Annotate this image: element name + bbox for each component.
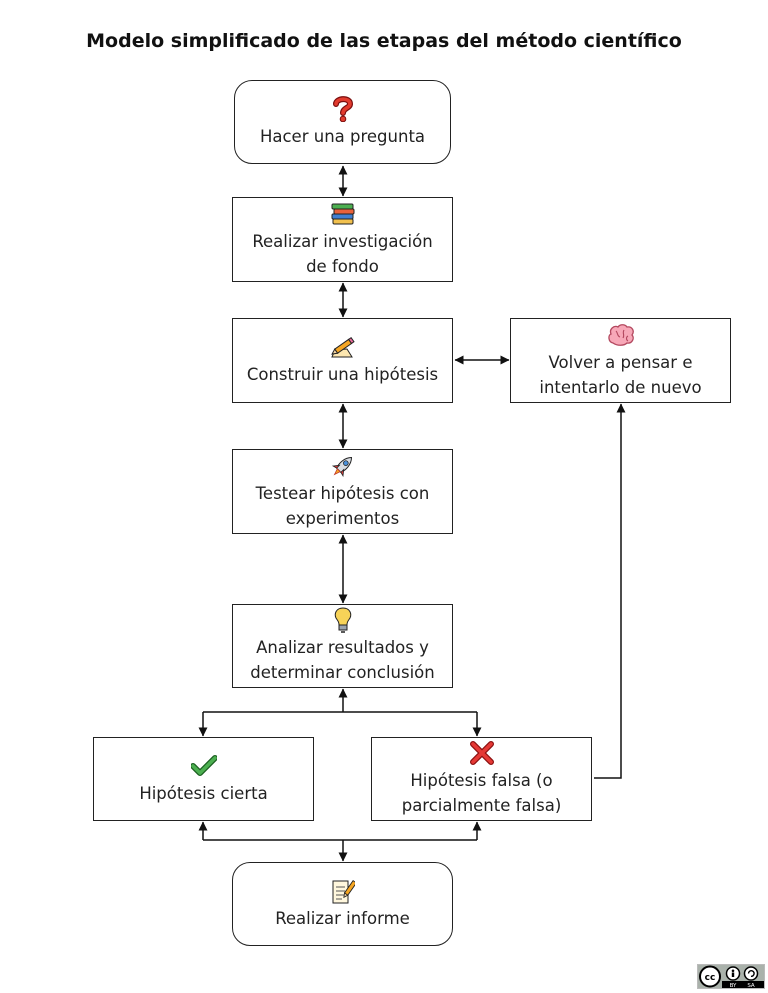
pencil-writing-icon	[330, 336, 355, 358]
step-label: Realizar investigación de fondo	[252, 231, 433, 276]
license-badge-graphic: cc BY SA	[698, 965, 764, 989]
step-label: Analizar resultados y determinar conclus…	[250, 638, 435, 682]
step-label: Volver a pensar e intentarlo de nuevo	[539, 352, 702, 397]
step-label: Hipótesis falsa (o parcialmente falsa)	[401, 771, 562, 815]
step-hipotesis-cierta: Hipótesis cierta	[93, 737, 314, 821]
step-label: Construir una hipótesis	[246, 365, 439, 384]
check-mark-icon	[190, 754, 217, 776]
step-analizar-resultados: Analizar resultados y determinar conclus…	[232, 604, 453, 688]
step-label: Testear hipótesis con experimentos	[255, 483, 430, 528]
memo-icon	[332, 879, 355, 903]
license-sa-text: SA	[747, 983, 755, 988]
step-label: Realizar informe	[275, 908, 410, 928]
step-label: Hipótesis cierta	[139, 783, 268, 803]
step-construir-hipotesis: Construir una hipótesis	[232, 318, 453, 403]
step-hacer-pregunta: Hacer una pregunta	[234, 80, 451, 164]
step-hipotesis-falsa: Hipótesis falsa (o parcialmente falsa)	[371, 737, 592, 821]
cc-by-sa-license-badge: cc BY SA	[697, 964, 765, 989]
license-by-text: BY	[730, 983, 737, 988]
step-testear-hipotesis: Testear hipótesis con experimentos	[232, 449, 453, 534]
step-label: Hacer una pregunta	[259, 126, 426, 146]
diagram-title: Modelo simplificado de las etapas del mé…	[86, 30, 682, 52]
brain-icon	[607, 323, 634, 346]
step-investigacion-fondo: Realizar investigación de fondo	[232, 197, 453, 282]
step-realizar-informe: Realizar informe	[232, 862, 453, 946]
books-icon	[331, 203, 354, 224]
light-bulb-icon	[334, 607, 351, 633]
arrow-falsa-volver	[594, 403, 626, 779]
cross-mark-icon	[469, 741, 494, 765]
svg-text:cc: cc	[705, 973, 716, 983]
rocket-icon	[331, 456, 352, 477]
step-volver-pensar: Volver a pensar e intentarlo de nuevo	[510, 318, 731, 403]
question-mark-icon	[332, 95, 353, 122]
